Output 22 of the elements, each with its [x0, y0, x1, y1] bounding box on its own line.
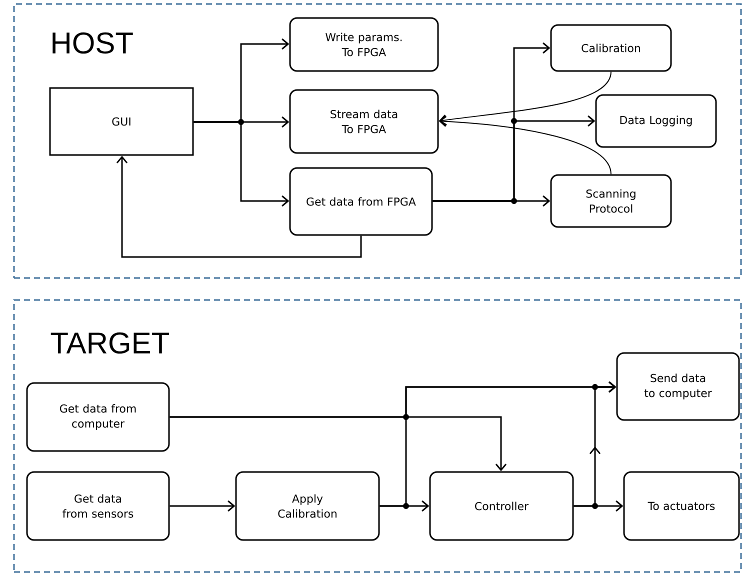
arrow — [432, 195, 550, 207]
process-box: Apply Calibration — [235, 471, 380, 541]
arrow — [194, 121, 290, 207]
process-box: Scanning Protocol — [550, 174, 672, 228]
process-box: Get data from computer — [26, 382, 170, 452]
arrow — [438, 71, 612, 126]
process-box: Calibration — [550, 24, 672, 72]
arrow — [574, 381, 616, 507]
process-box: To actuators — [623, 471, 740, 541]
process-box: Stream data To FPGA — [289, 89, 439, 154]
arrow — [170, 500, 236, 512]
process-box: Get data from sensors — [26, 471, 170, 541]
process-box: Write params. To FPGA — [289, 17, 439, 72]
section-title: TARGET — [50, 332, 169, 354]
process-box: Controller — [429, 471, 574, 541]
section-title: HOST — [52, 32, 133, 54]
process-box: Data Logging — [595, 94, 717, 148]
process-box: GUI — [49, 87, 194, 156]
arrow — [438, 116, 612, 175]
arrow — [116, 156, 362, 258]
process-box: Get data from FPGA — [289, 167, 433, 236]
process-box: Send data to computer — [616, 352, 740, 421]
